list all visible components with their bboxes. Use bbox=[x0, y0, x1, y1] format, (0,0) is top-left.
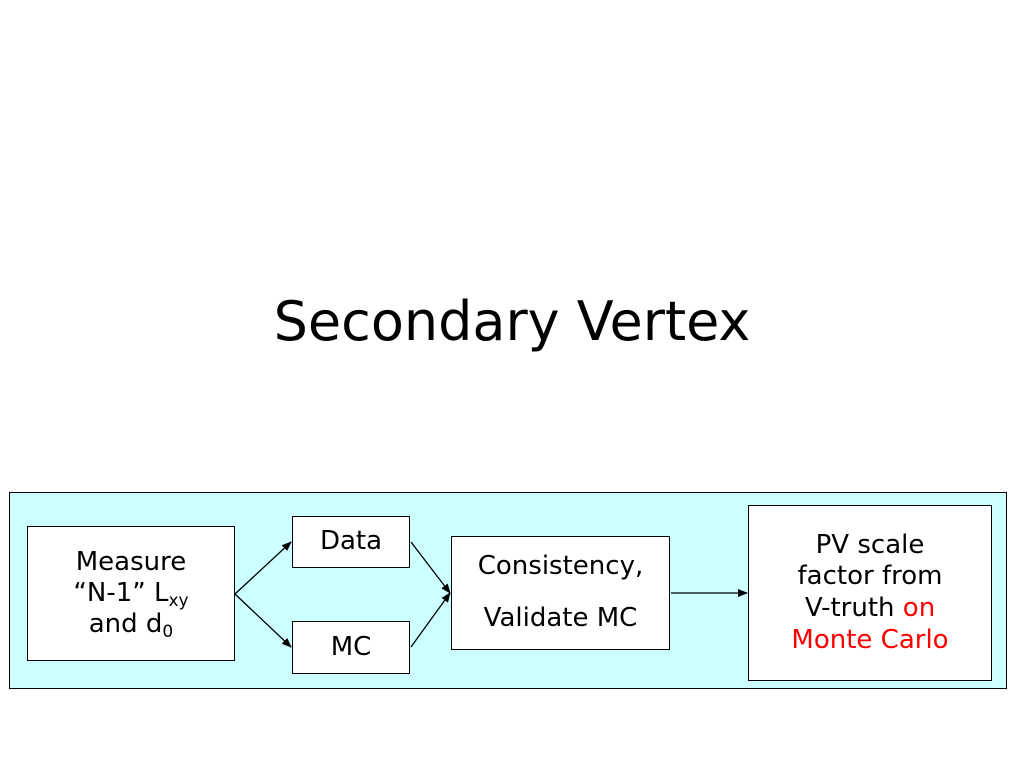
pv-scale-box: PV scale factor from V-truth on Monte Ca… bbox=[748, 505, 992, 681]
measure-line-1: Measure bbox=[75, 546, 187, 577]
slide-title: Secondary Vertex bbox=[273, 290, 751, 353]
pv-on-text: on bbox=[902, 593, 936, 623]
measure-line-2: “N-1” Lxy bbox=[73, 577, 189, 611]
pv-line-1: PV scale bbox=[815, 529, 925, 560]
pv-line-2: factor from bbox=[797, 561, 943, 592]
measure-lxy-subscript: xy bbox=[168, 590, 189, 611]
measure-d0-subscript: 0 bbox=[162, 622, 174, 643]
mc-label: MC bbox=[330, 631, 372, 662]
consistency-box: Consistency, Validate MC bbox=[451, 536, 670, 650]
pv-monte-carlo-text: Monte Carlo bbox=[791, 624, 949, 655]
pv-line-3: V-truth on bbox=[805, 593, 935, 625]
measure-box: Measure “N-1” Lxy and d0 bbox=[27, 526, 235, 661]
data-label: Data bbox=[319, 526, 383, 557]
measure-lxy-text: “N-1” L bbox=[73, 577, 169, 608]
data-box: Data bbox=[292, 516, 410, 568]
consistency-line-2: Validate MC bbox=[483, 603, 638, 633]
measure-d0-text: and d bbox=[88, 609, 163, 640]
consistency-line-1: Consistency, bbox=[477, 551, 644, 582]
mc-box: MC bbox=[292, 621, 410, 674]
measure-line-3: and d0 bbox=[88, 609, 174, 643]
pv-vtruth-text: V-truth bbox=[804, 593, 895, 623]
